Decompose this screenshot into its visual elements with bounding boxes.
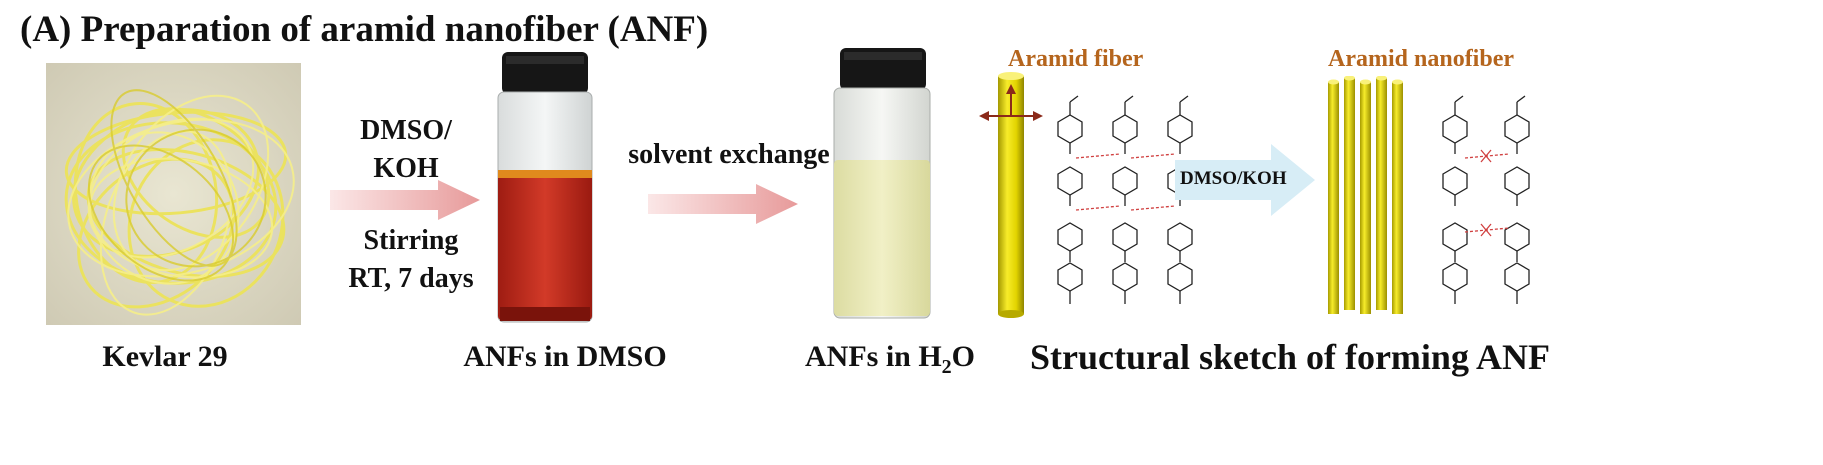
label-aramid-nanofiber: Aramid nanofiber: [1328, 46, 1514, 72]
figure-title: (A) Preparation of aramid nanofiber (ANF…: [20, 9, 709, 50]
caption-anfs-dmso: ANFs in DMSO: [463, 340, 667, 373]
caption-structural-sketch: Structural sketch of forming ANF: [1030, 337, 1550, 377]
aramid-fiber-rod: [975, 72, 1045, 322]
aramid-molecular-structure: [1040, 82, 1210, 312]
kevlar-photo: [46, 63, 301, 325]
label-aramid-fiber: Aramid fiber: [1008, 46, 1144, 72]
caption-kevlar: Kevlar 29: [102, 340, 228, 373]
step1-arrow: [330, 180, 480, 225]
step2-arrow: [648, 184, 798, 229]
vial-water: [826, 48, 938, 323]
aramid-nanofiber-rods: [1322, 75, 1422, 321]
step1-reagent-label: DMSO/ KOH: [360, 115, 452, 184]
caption-anfs-water: ANFs in H2O: [804, 340, 976, 378]
step3-label: DMSO/KOH: [1180, 168, 1287, 189]
step3-arrow: [1175, 144, 1315, 221]
step2-label: solvent exchange: [628, 139, 830, 170]
vial-dmso: [490, 52, 600, 327]
step1-condition-label: Stirring RT, 7 days: [348, 225, 474, 294]
nanofiber-molecular-structure: [1425, 82, 1555, 312]
